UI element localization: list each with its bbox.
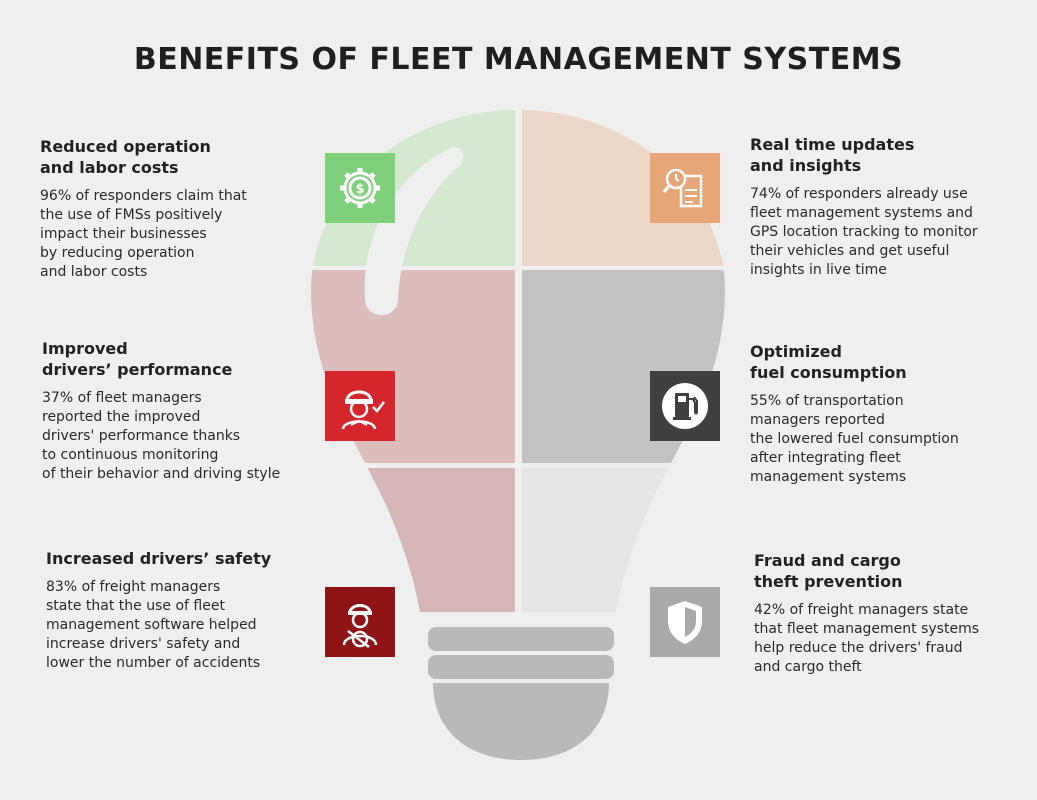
bulb-cap-ring-2	[428, 655, 614, 679]
svg-text:$: $	[355, 182, 364, 197]
benefit-fraud-prevention: Fraud and cargo theft prevention 42% of …	[754, 550, 1024, 677]
fuel-pump-icon	[650, 371, 720, 441]
driver-steering-wheel-icon	[325, 587, 395, 657]
benefit-text: 42% of freight managers state that fleet…	[754, 602, 980, 675]
benefit-heading: Reduced operation and labor costs	[40, 137, 211, 177]
benefit-heading: Real time updates and insights	[750, 135, 915, 175]
benefit-text: 96% of responders claim that the use of …	[40, 188, 247, 280]
benefit-real-time-updates: Real time updates and insights 74% of re…	[750, 134, 1025, 280]
shield-icon	[650, 587, 720, 657]
benefit-reduced-costs: Reduced operation and labor costs 96% of…	[40, 136, 310, 282]
driver-check-icon	[325, 371, 395, 441]
benefit-heading: Fraud and cargo theft prevention	[754, 551, 903, 591]
benefit-text: 74% of responders already use fleet mana…	[750, 186, 978, 278]
benefit-drivers-safety: Increased drivers’ safety 83% of freight…	[46, 548, 316, 673]
benefit-drivers-performance: Improved drivers’ performance 37% of fle…	[42, 338, 322, 484]
dollar-gear-icon: $	[325, 153, 395, 223]
benefit-heading: Optimized fuel consumption	[750, 342, 907, 382]
benefit-text: 55% of transportation managers reported …	[750, 393, 959, 485]
benefit-fuel-consumption: Optimized fuel consumption 55% of transp…	[750, 341, 1020, 487]
benefit-text: 83% of freight managers state that the u…	[46, 579, 261, 671]
bulb-base	[433, 683, 609, 760]
benefit-heading: Improved drivers’ performance	[42, 339, 233, 379]
page-title: BENEFITS OF FLEET MANAGEMENT SYSTEMS	[133, 42, 904, 77]
bulb-cap-ring-1	[428, 627, 614, 651]
benefit-heading: Increased drivers’ safety	[46, 549, 272, 568]
clock-document-icon	[650, 153, 720, 223]
bulb-highlight	[364, 146, 464, 315]
benefit-text: 37% of fleet managers reported the impro…	[42, 390, 281, 482]
